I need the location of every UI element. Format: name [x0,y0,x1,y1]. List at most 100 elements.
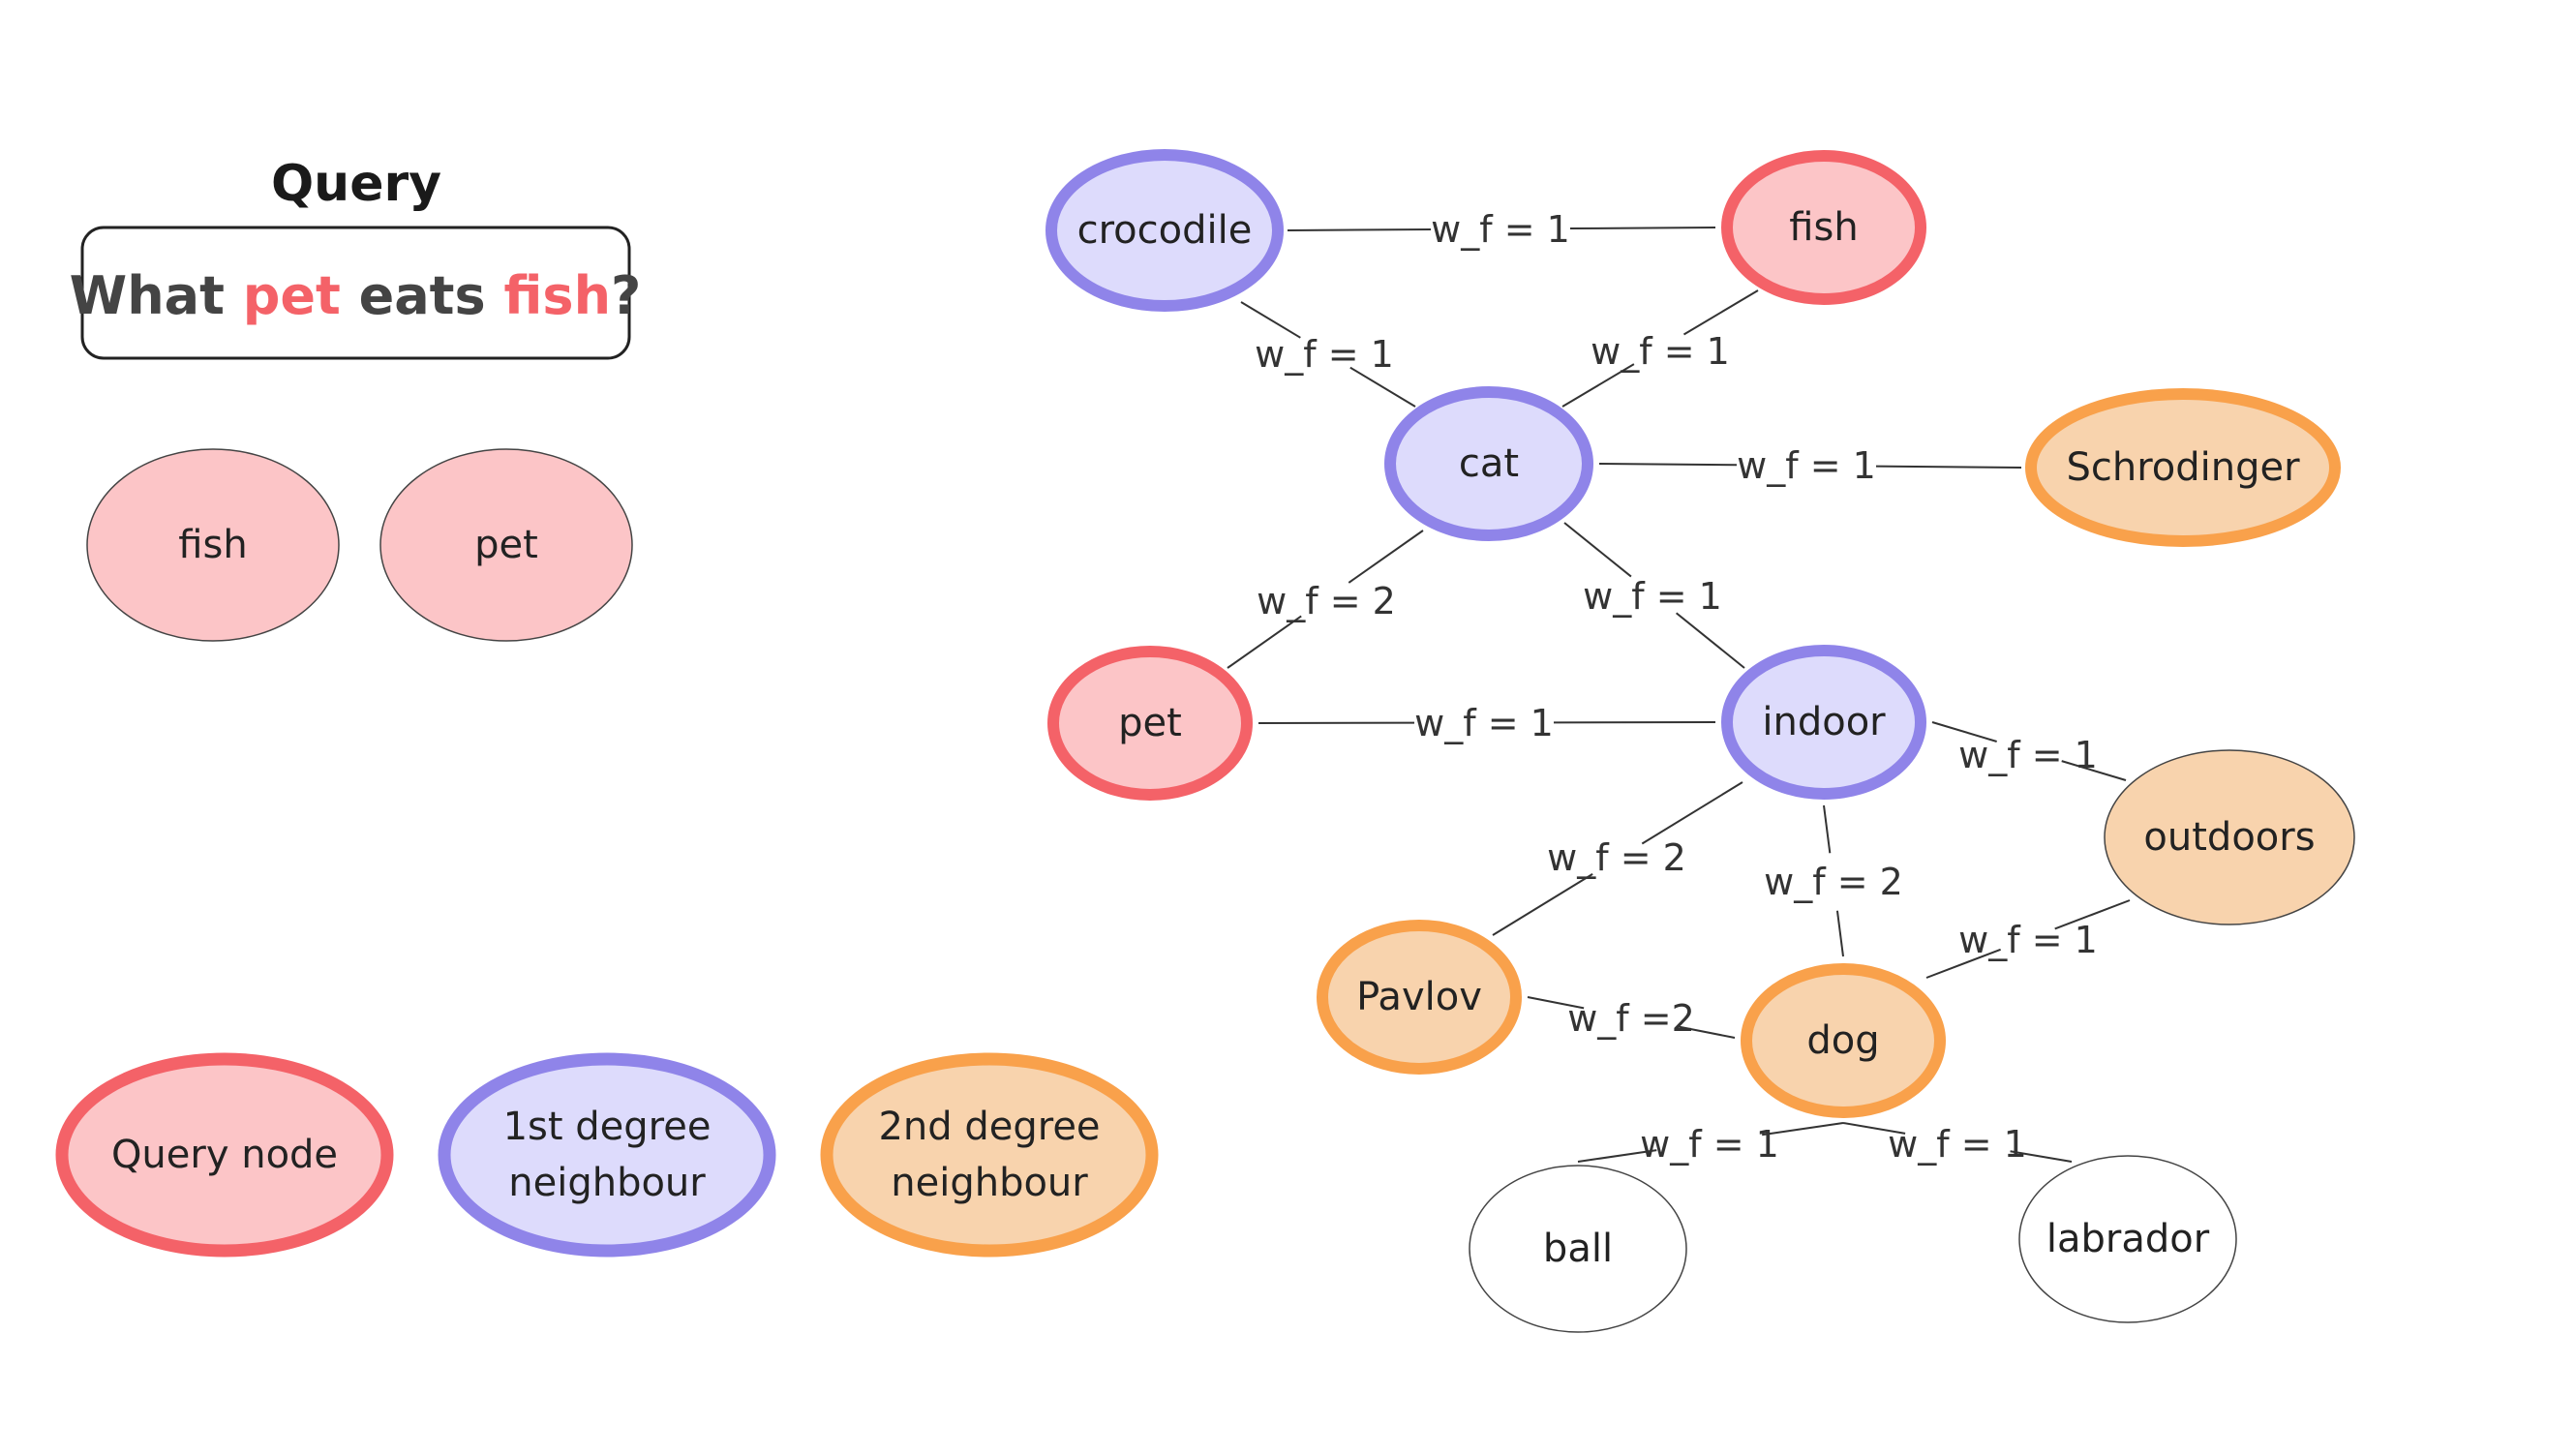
edge-weight-label: w_f = 2 [1547,836,1686,879]
node-ellipse [1721,150,1926,305]
node-outdoors[interactable]: outdoors [2104,749,2355,925]
edge-line [1527,996,1585,1010]
edge-line [1835,910,1844,957]
node-ellipse [2025,388,2341,547]
token-ellipse [379,448,633,642]
query-sentence: What pet eats fish? [70,265,642,326]
edge-weight-label: w_f = 1 [1431,208,1570,251]
edge-line [1679,1025,1736,1039]
edge-line [2061,760,2127,781]
query-text-part: ? [611,265,641,326]
edge-weight-label: w_f = 1 [1414,702,1554,744]
node-label: fish [1789,205,1858,250]
node-ellipse [1721,645,1926,800]
edge-crocodile-fish: w_f = 1 [1287,208,1716,251]
token-label: fish [178,523,247,567]
token-label: pet [474,523,538,567]
legend-swatch [438,1052,776,1258]
query-token-pet[interactable]: pet [379,448,633,642]
edge-line [1492,872,1593,936]
edge-weight-label: w_f = 2 [1764,861,1903,903]
edge-fish-cat: w_f = 1 [1561,289,1759,408]
edge-weight-label: w_f = 1 [1591,330,1730,373]
node-label: outdoors [2143,815,2315,860]
token-ellipse [86,448,340,642]
node-label: pet [1118,701,1182,745]
edge-pet-indoor: w_f = 1 [1258,702,1716,744]
edge-dog-labrador: w_f = 1 [1842,1122,2073,1166]
edge-line [1875,465,2022,469]
node-pavlov[interactable]: Pavlov [1317,920,1522,1075]
legend-label: 2nd degree [878,1105,1100,1149]
edge-line [1561,363,1635,408]
edge-weight-label: w_f = 1 [1958,734,2098,776]
node-schrodinger[interactable]: Schrodinger [2025,388,2341,547]
node-label: Pavlov [1356,975,1482,1019]
edge-line [1349,366,1416,408]
edge-line [1563,522,1632,578]
node-ellipse [2104,749,2355,925]
query-box [80,226,631,360]
edge-line [2010,1150,2073,1163]
node-ellipse [2018,1155,2237,1323]
node-fish[interactable]: fish [1721,150,1926,305]
node-indoor[interactable]: indoor [1721,645,1926,800]
edge-weight-label: w_f = 1 [1958,919,2098,961]
edge-line [1348,530,1424,584]
node-label: Schrodinger [2066,445,2300,490]
query-token-fish[interactable]: fish [86,448,340,642]
node-dog[interactable]: dog [1741,963,1946,1118]
node-ellipse [1384,386,1593,541]
node-cat[interactable]: cat [1384,386,1593,541]
query-text-part: What [70,265,243,326]
legend-swatch [820,1052,1159,1258]
node-label: crocodile [1077,208,1253,253]
edge-line [1676,612,1745,669]
node-labrador[interactable]: labrador [2018,1155,2237,1323]
legend-swatch [55,1052,394,1258]
edge-line [1577,1149,1657,1163]
edge-weight-label: w_f = 1 [1583,575,1722,618]
edge-line [1598,463,1738,467]
edge-line [1287,227,1432,231]
legend-item-query: Query node [55,1052,394,1258]
edge-weight-label: w_f = 1 [1255,333,1394,376]
node-ellipse [1046,149,1284,312]
edge-outdoors-dog: w_f = 1 [1925,899,2131,979]
node-ellipse [1741,963,1946,1118]
edge-indoor-dog: w_f = 2 [1764,804,1903,957]
edge-cat-schrodinger: w_f = 1 [1598,444,2022,487]
edge-weight-label: w_f = 1 [1640,1123,1779,1166]
edge-line [1762,1122,1844,1137]
edge-line [1925,948,2001,979]
graph-nodes: crocodile fish cat Schrodinger pet indoor outd… [1046,149,2355,1333]
edge-pavlov-dog: w_f =2 [1527,996,1736,1040]
node-label: indoor [1762,700,1886,744]
legend-label: 1st degree [503,1105,712,1149]
node-label: ball [1543,1227,1613,1271]
node-label: dog [1806,1018,1879,1063]
edge-dog-ball: w_f = 1 [1577,1122,1844,1166]
query-text-part: eats [341,265,504,326]
edge-cat-indoor: w_f = 1 [1563,522,1745,669]
edge-weight-label: w_f =2 [1567,997,1695,1040]
edge-line [1842,1122,1906,1135]
edge-indoor-pavlov: w_f = 2 [1492,781,1743,936]
edge-line [1823,804,1832,854]
node-crocodile[interactable]: crocodile [1046,149,1284,312]
node-ellipse [1047,646,1253,801]
graph-edges: w_f = 1 w_f = 1 w_f = 1 w_f = 1 w_f = 2 w_f =… [1227,208,2131,1166]
query-title: Query [271,155,441,213]
legend-label: Query node [111,1133,338,1177]
node-pet[interactable]: pet [1047,646,1253,801]
node-ellipse [1317,920,1522,1075]
node-ball[interactable]: ball [1469,1165,1687,1333]
edge-weight-label: w_f = 1 [1888,1123,2027,1166]
edge-line [1931,721,1997,743]
edge-crocodile-cat: w_f = 1 [1240,301,1416,408]
